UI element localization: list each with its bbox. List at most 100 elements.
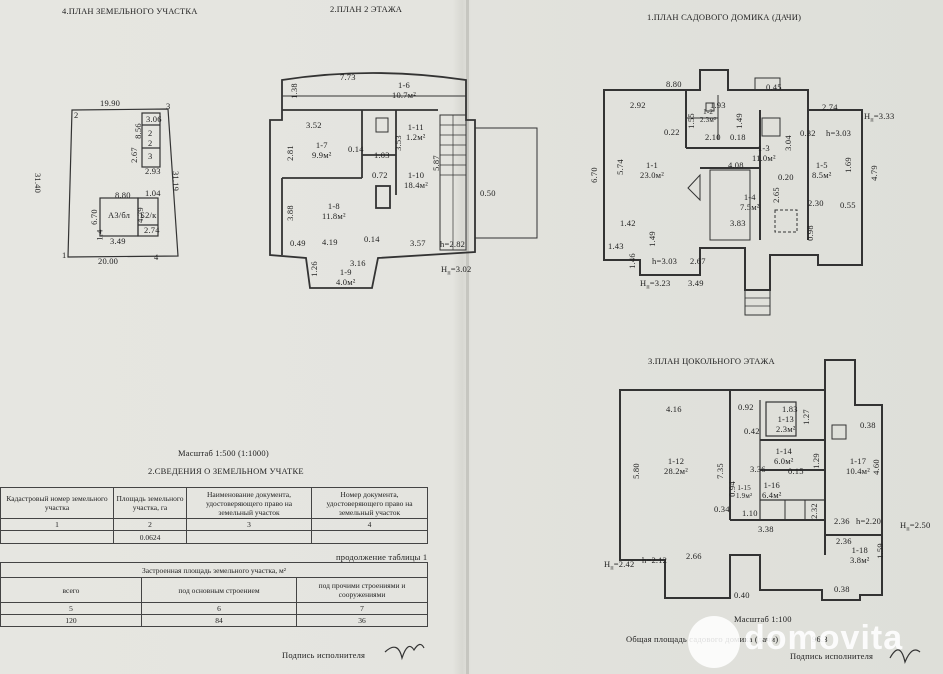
basement-dim: 1.10 — [742, 508, 758, 518]
basement-dim: 1.59 — [874, 543, 885, 559]
floor2-dim: 1.38 — [288, 83, 299, 99]
house-dim: 0.22 — [664, 127, 680, 137]
basement-height: h=2.20 — [856, 516, 882, 526]
scale-right: Масштаб 1:100 — [734, 614, 792, 624]
plot-dim: 3.06 — [146, 114, 162, 124]
basement-dim: 5.80 — [630, 463, 641, 479]
plot-dim: 20.00 — [98, 256, 119, 266]
house-dim: 3.49 — [688, 278, 704, 288]
plot-building-label: 3 — [148, 151, 153, 161]
house-dim: 1.55 — [685, 113, 696, 129]
house-dim: 2.74 — [822, 102, 838, 112]
basement-height: h=2.12 — [642, 555, 668, 565]
land-table-header: Наименование документа, удостоверяющего … — [186, 487, 312, 519]
plot-dim: 1.4 — [94, 229, 105, 241]
basement-dim: 3.36 — [750, 464, 766, 474]
basement-dim: 2.36 — [836, 536, 852, 546]
house-dim: 0.20 — [778, 172, 794, 182]
floor2-dim: 0.49 — [290, 238, 306, 248]
house-plan-header: 1.ПЛАН САДОВОГО ДОМИКА (ДАЧИ) — [647, 12, 802, 22]
house-plan-drawing — [603, 69, 863, 316]
plot-dim: 1.04 — [145, 188, 161, 198]
house-dim: 0.32 — [800, 128, 816, 138]
land-table-cell — [186, 530, 312, 544]
watermark-logo-icon — [688, 616, 740, 668]
house-dim: 0.55 — [840, 200, 856, 210]
floor2-dim: 0.72 — [372, 170, 388, 180]
land-table-num: 4 — [311, 518, 428, 531]
floor2-plan-drawing — [269, 72, 538, 289]
basement-dim: 7.35 — [714, 463, 725, 479]
basement-dim: 4.60 — [870, 459, 881, 475]
built-area-table: Застроенная площадь земельного участка, … — [0, 562, 428, 627]
floor2-dim: 3.52 — [306, 120, 322, 130]
section-land-title: 2.СВЕДЕНИЯ О ЗЕМЕЛЬНОМ УЧАТКЕ — [148, 466, 304, 476]
plot-building-label: А3/бл — [108, 210, 131, 220]
land-table-header: Кадастровый номер земельного участка — [0, 487, 114, 519]
basement-dim: 2.32 — [808, 503, 819, 519]
house-dim: 3.83 — [730, 218, 746, 228]
house-dim: 4.08 — [728, 160, 744, 170]
house-dim: 1.49 — [733, 113, 744, 129]
house-dim: 1.93 — [710, 100, 726, 110]
scale-left: Масштаб 1:500 (1:1000) — [178, 448, 269, 458]
house-dim: 2.67 — [690, 256, 706, 266]
built-area-cell: 120 — [0, 614, 142, 627]
house-dim: 1.49 — [646, 231, 657, 247]
page-fold — [466, 0, 469, 674]
house-H: Hп=3.33 — [864, 111, 895, 124]
floor2-dim: 4.19 — [322, 237, 338, 247]
house-dim: 6.70 — [588, 167, 599, 183]
floor2-dim: 3.88 — [284, 205, 295, 221]
plot-dim: 8.56 — [132, 123, 143, 139]
signature-label-left: Подпись исполнителя — [282, 650, 366, 660]
plot-corner: 1 — [62, 250, 67, 260]
house-dim: 0.18 — [730, 132, 746, 142]
floor2-dim: 3.57 — [410, 238, 426, 248]
plot-dim: 2.93 — [145, 166, 161, 176]
land-table: Кадастровый номер земельного участка Пло… — [0, 487, 428, 544]
land-table-num: 1 — [0, 518, 114, 531]
floor2-H: Hп=3.02 — [441, 264, 472, 277]
watermark-text: domovita — [744, 619, 904, 657]
built-area-num: 5 — [0, 602, 142, 615]
house-dim: 5.74 — [614, 159, 625, 175]
land-table-num: 3 — [186, 518, 312, 531]
basement-dim: 0.40 — [734, 590, 750, 600]
plot-dim: 19.90 — [100, 98, 121, 108]
basement-plan-header: 3.ПЛАН ЦОКОЛЬНОГО ЭТАЖА — [648, 356, 775, 366]
plot-dim: 2.74 — [144, 225, 160, 235]
house-height: h=3.03 — [652, 256, 678, 266]
basement-dim: 2.66 — [686, 551, 702, 561]
house-dim: 4.79 — [868, 165, 879, 181]
basement-dim: 0.42 — [744, 426, 760, 436]
plot-dim: 6.70 — [88, 209, 99, 225]
signature-label-right: Подпись исполнителя — [790, 651, 874, 661]
plot-dim: 31.19 — [171, 170, 182, 192]
plot-dim: 8.80 — [115, 190, 131, 200]
basement-dim: 2.36 — [834, 516, 850, 526]
house-dim: 1.43 — [608, 241, 624, 251]
continuation-label: продолжение таблицы 1 — [336, 552, 428, 562]
plot-building-label: 2 — [148, 138, 153, 148]
built-area-num: 7 — [296, 602, 428, 615]
house-height: h=3.03 — [826, 128, 852, 138]
built-area-header: под основным строением — [141, 577, 297, 603]
floor2-dim: 1.26 — [308, 261, 319, 277]
plot-corner: 4 — [154, 252, 159, 262]
plot-corner: 2 — [74, 110, 79, 120]
built-area-cell: 36 — [296, 614, 428, 627]
land-table-header: Площадь земельного участка, га — [113, 487, 187, 519]
built-area-cell: 84 — [141, 614, 297, 627]
floor2-dim: 0.50 — [480, 188, 496, 198]
